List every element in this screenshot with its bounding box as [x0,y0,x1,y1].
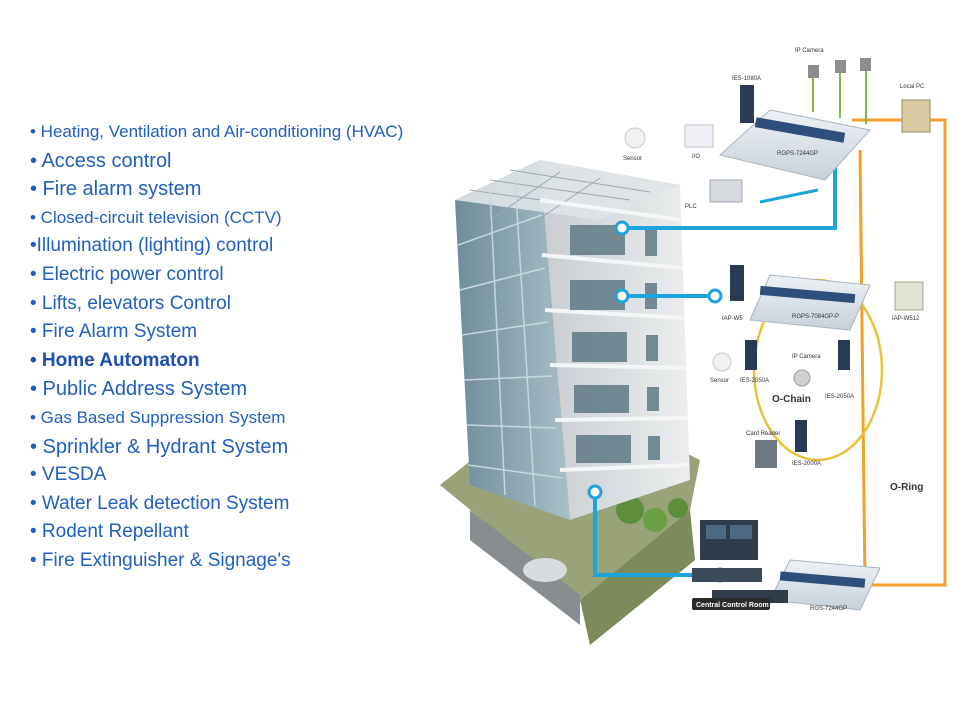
building-system-item: • Electric power control [30,263,224,285]
network-links [593,118,947,587]
iap-w-label: IAP-W5 [722,316,743,322]
central-control-room-label: Central Control Room [696,602,769,609]
building-network-diagram: Sensor I/O IES-1080A IP Camera Local PC … [440,48,947,645]
ip-camera-top-label: IP Camera [795,48,824,54]
building-system-item: • Gas Based Suppression System [30,407,286,427]
ies2000a-label: IES-2000A [792,461,821,467]
plc-label: PLC [685,204,697,210]
ies2050a-left-label: IES-2050A [740,378,769,384]
card-reader-label: Card Reader [746,431,780,437]
ip-camera-mid-label: IP Camera [792,354,821,360]
building-system-item: • Closed-circuit television (CCTV) [30,207,282,227]
rgps7244gp-label: RGPS-7244GP [777,151,818,157]
sensor-top-label: Sensor [623,156,642,162]
bottom-switch-platform [692,520,881,611]
ies2050a-right-label: IES-2050A [825,394,854,400]
building-system-item: • Lifts, elevators Control [30,292,231,314]
building-system-item: • Heating, Ventilation and Air-condition… [30,122,404,141]
ies1080a-label: IES-1080A [732,76,761,82]
building-system-item: • Sprinkler & Hydrant System [30,435,289,458]
building-system-item: • Home Automaton [30,349,200,371]
building-system-item: • Fire alarm system [30,178,202,201]
o-ring-label: O-Ring [890,482,923,493]
office-building [455,160,690,520]
local-pc-label: Local PC [900,84,925,90]
o-chain-label: O-Chain [772,394,811,405]
building-system-item: • Rodent Repellant [30,521,189,543]
building-system-item: • VESDA [30,464,107,486]
building-system-item: • Access control [30,149,172,172]
rgs7244gp-label: RGS-7244GP [810,606,847,612]
building-system-item: • Fire Extinguisher & Signage's [30,549,291,571]
top-switch-platform [624,58,931,203]
middle-switch-platform [712,265,924,468]
iap-w512-label: IAP-W512 [892,316,920,322]
building-system-item: • Public Address System [30,378,248,401]
io-label: I/O [692,154,700,160]
building-system-item: •Illumination (lighting) control [30,235,274,257]
rgps7084gpp-label: RGPS-7084GP-P [792,314,839,320]
building-system-item: • Fire Alarm System [30,321,198,343]
building-system-item: • Water Leak detection System [30,492,290,514]
building-systems-list: • Heating, Ventilation and Air-condition… [30,118,403,576]
sensor-mid-label: Sensor [710,378,729,384]
